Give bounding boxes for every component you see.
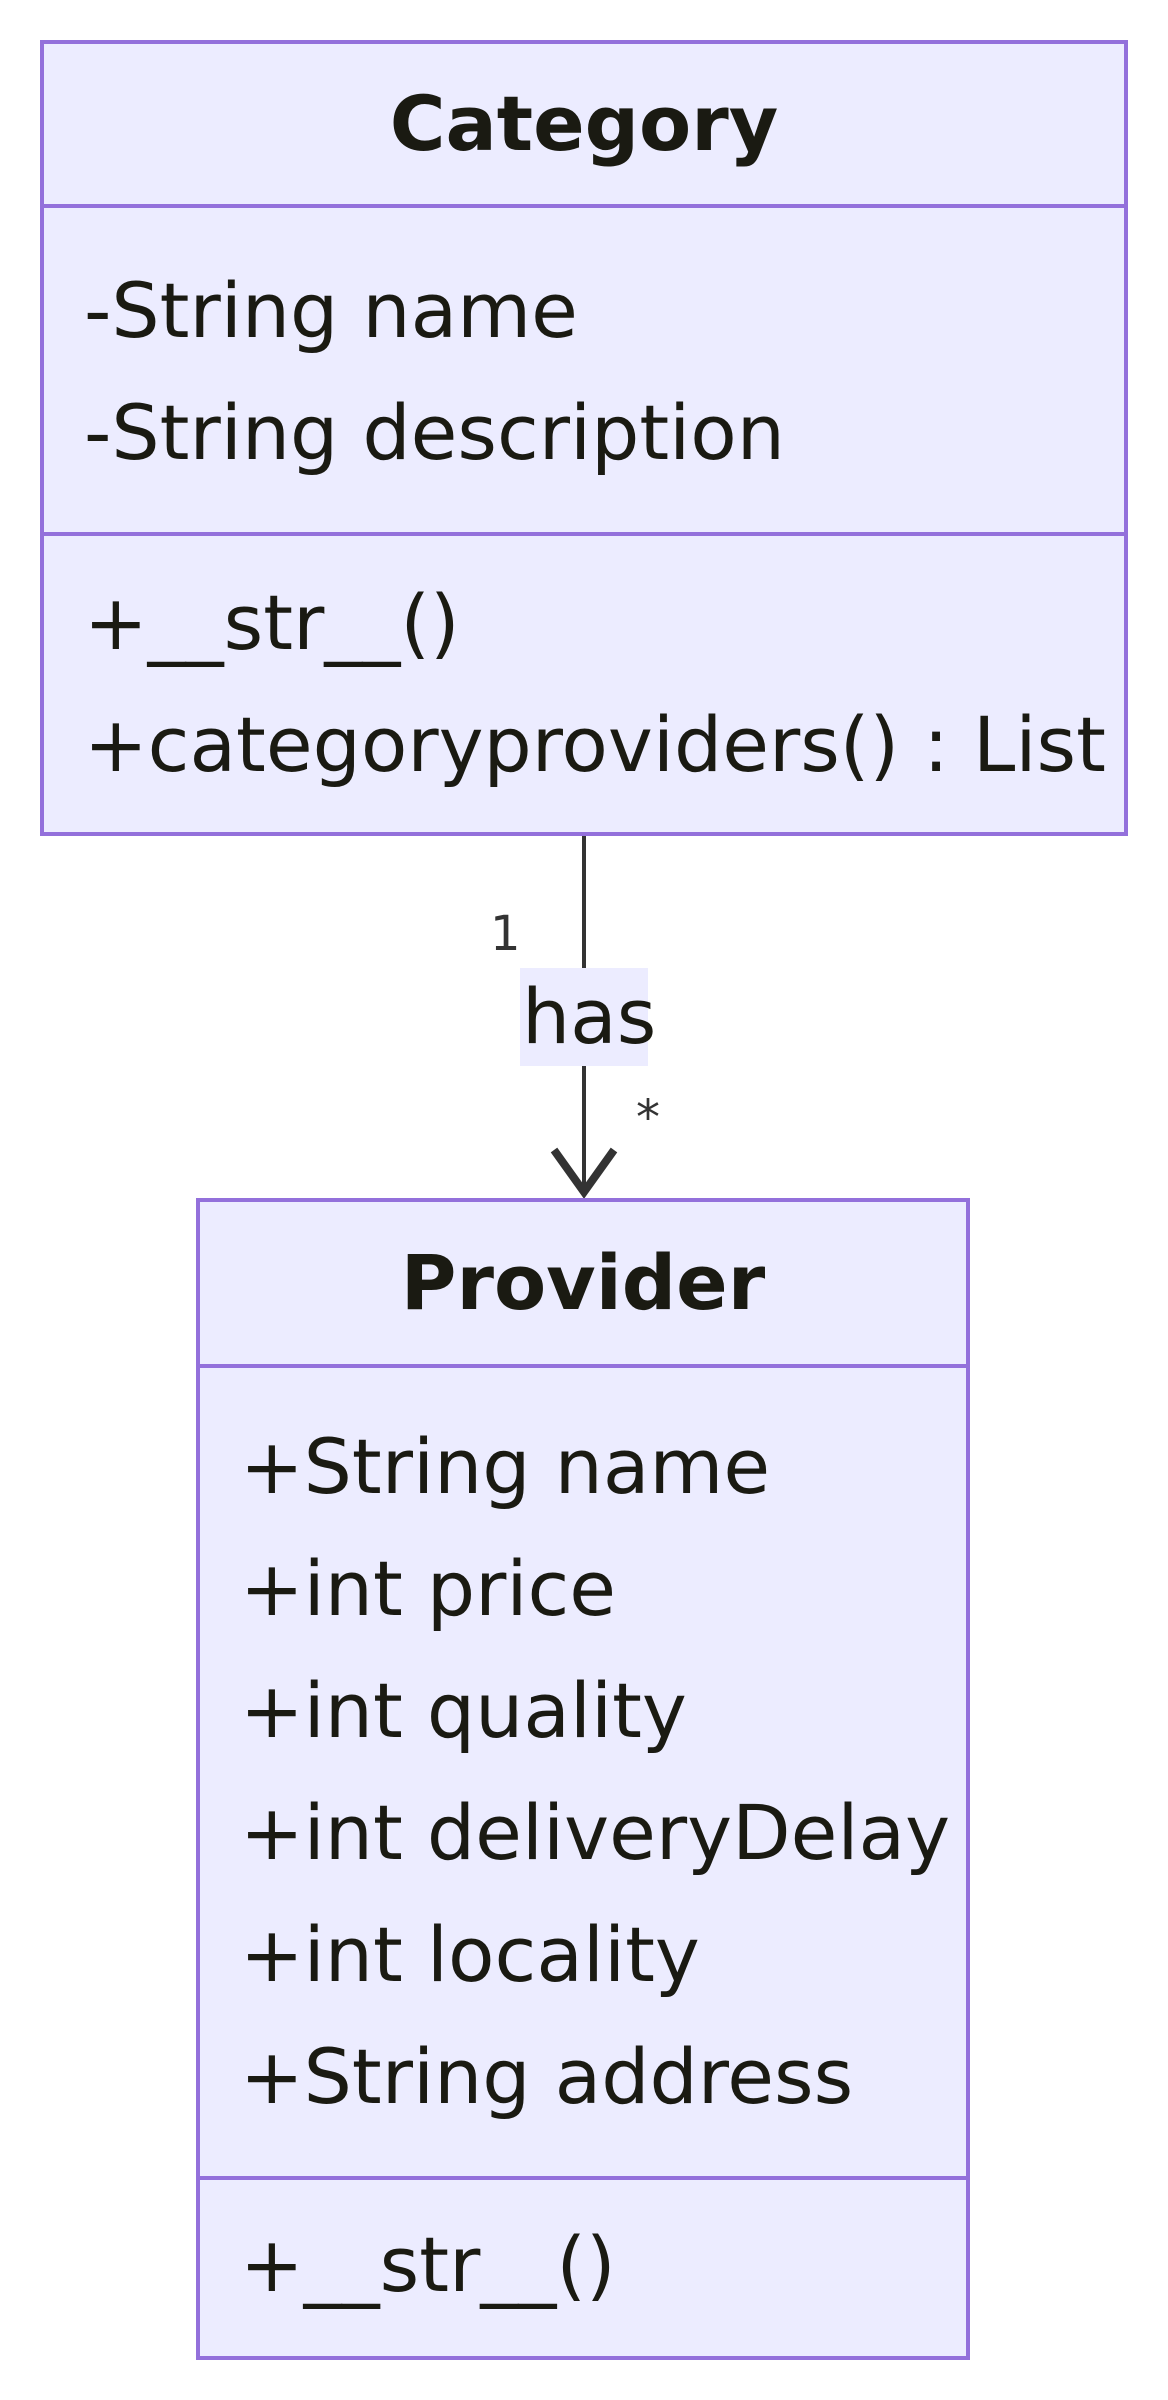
attribute: -String description	[84, 388, 785, 477]
attributes-compartment: +String name +int price +int quality +in…	[200, 1368, 966, 2180]
attribute: +int quality	[240, 1666, 687, 1755]
method: +__str__()	[240, 2220, 616, 2309]
method: +categoryproviders() : List	[84, 700, 1106, 789]
attribute: +int price	[240, 1544, 617, 1633]
methods-compartment: +__str__() +categoryproviders() : List	[44, 536, 1124, 806]
attribute: +String name	[240, 1422, 771, 1511]
class-name: Category	[44, 44, 1124, 208]
class-category[interactable]: Category -String name -String descriptio…	[40, 40, 1128, 836]
attribute: +String address	[240, 2032, 854, 2121]
method: +__str__()	[84, 578, 460, 667]
attribute: +int locality	[240, 1910, 700, 1999]
relation-label: has	[520, 968, 656, 1066]
target-multiplicity: *	[636, 1090, 660, 1146]
arrowhead-icon	[550, 1147, 618, 1199]
class-provider[interactable]: Provider +String name +int price +int qu…	[196, 1198, 970, 2360]
methods-compartment: +__str__()	[200, 2180, 966, 2326]
attribute: -String name	[84, 266, 578, 355]
attributes-compartment: -String name -String description	[44, 208, 1124, 536]
attribute: +int deliveryDelay	[240, 1788, 951, 1877]
source-multiplicity: 1	[490, 906, 521, 962]
class-name: Provider	[200, 1202, 966, 1368]
